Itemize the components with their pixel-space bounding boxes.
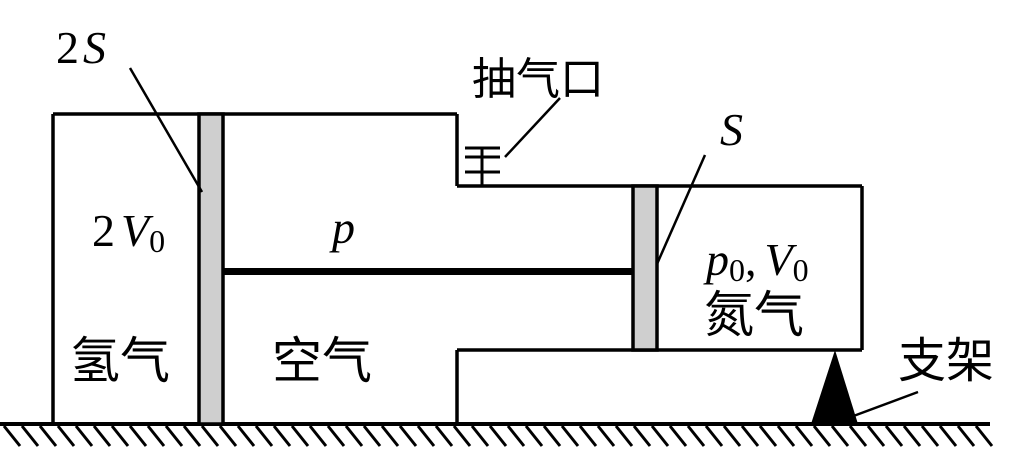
ground-hatch-line [614, 425, 634, 447]
ground-hatch-line [380, 425, 400, 447]
ground-hatch-line [308, 425, 328, 447]
ground-hatch-line [632, 425, 652, 447]
ground-hatch-line [200, 425, 220, 447]
ground-hatch-line [902, 425, 922, 447]
ground-hatch-line [758, 425, 778, 447]
left-area-label: 2S [56, 22, 106, 73]
ground-hatch-line [110, 425, 130, 447]
ground-hatch-line [956, 425, 976, 447]
piston-rod [223, 268, 633, 275]
ground-hatch-line [398, 425, 418, 447]
ground-hatch-line [884, 425, 904, 447]
ground-hatch-line [128, 425, 148, 447]
cylinder-body [51, 112, 864, 424]
ground-hatch-line [434, 425, 454, 447]
hydrogen-label: 氢气 [70, 332, 170, 390]
ground-hatch-line [56, 425, 76, 447]
ground-hatch-line [74, 425, 94, 447]
ground-hatch-line [668, 425, 688, 447]
ground-hatch-line [326, 425, 346, 447]
exhaust-port-label: 抽气口 [472, 54, 604, 105]
support-icon [811, 350, 858, 424]
ground-hatch-line [416, 425, 436, 447]
ground-hatch-line [362, 425, 382, 447]
middle-pressure-label: p [329, 202, 355, 253]
ground-hatch-line [722, 425, 742, 447]
right-state-label: p0,V0 [703, 234, 809, 288]
ground-hatch-line [938, 425, 958, 447]
ground-hatch-line [704, 425, 724, 447]
ground-hatch-line [506, 425, 526, 447]
ground-hatch-line [740, 425, 760, 447]
ground-hatch-line [812, 425, 832, 447]
ground-hatch-line [974, 425, 994, 447]
ground-hatch-line [596, 425, 616, 447]
leader-lines [128, 67, 919, 423]
ground-hatch-line [542, 425, 562, 447]
ground-hatch-line [218, 425, 238, 447]
ground-hatch-line [650, 425, 670, 447]
ground-hatch-line [776, 425, 796, 447]
ground-hatch-line [2, 425, 22, 447]
ground-hatch-line [560, 425, 580, 447]
ground-hatch-line [38, 425, 58, 447]
ground-hatch-line [236, 425, 256, 447]
ground-hatch-line [686, 425, 706, 447]
ground-hatch-line [488, 425, 508, 447]
ground-hatch-line [578, 425, 598, 447]
ground-hatch-line [182, 425, 202, 447]
ground-hatch-line [146, 425, 166, 447]
ground-hatch-line [920, 425, 940, 447]
nitrogen-label: 氮气 [704, 286, 804, 344]
right-area-label: S [720, 104, 743, 155]
ground-hatch-line [344, 425, 364, 447]
ground-hatch-line [254, 425, 274, 447]
ground-hatch-line [830, 425, 850, 447]
ground-hatch-line [92, 425, 112, 447]
ground-hatch-line [470, 425, 490, 447]
ground-hatch-line [272, 425, 292, 447]
ground-hatch-line [290, 425, 310, 447]
ground-hatch-line [524, 425, 544, 447]
air-label: 空气 [272, 332, 372, 390]
ground-hatch-line [848, 425, 868, 447]
ground-hatch-line [164, 425, 184, 447]
ground-hatch-line [20, 425, 40, 447]
left-piston [197, 112, 225, 426]
ground-hatch-line [452, 425, 472, 447]
support-label: 支架 [898, 333, 994, 389]
ground [0, 422, 994, 447]
right-piston [631, 184, 659, 352]
ground-hatch-line [794, 425, 814, 447]
exhaust-valve-icon [465, 146, 500, 186]
ground-hatch-line [866, 425, 886, 447]
